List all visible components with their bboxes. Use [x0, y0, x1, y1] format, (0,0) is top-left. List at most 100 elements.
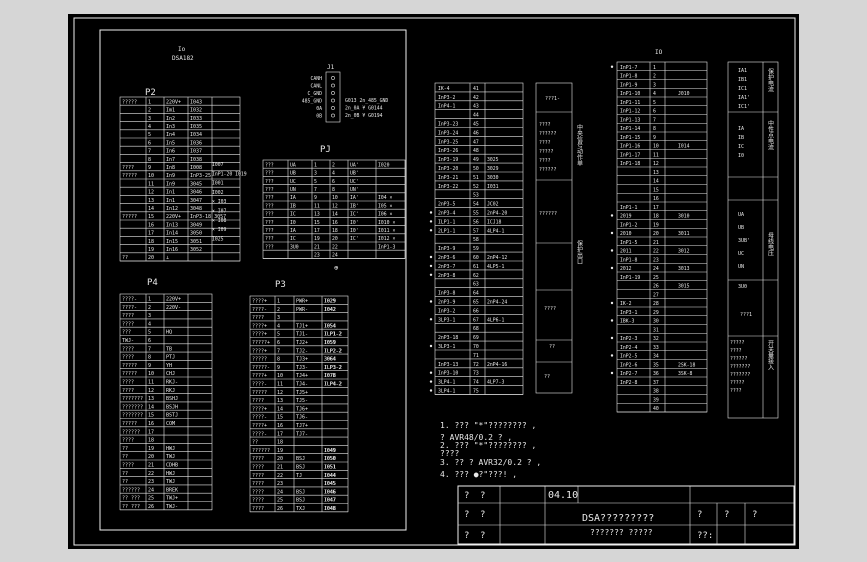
mid-group-label: ??????: [539, 131, 556, 137]
p2-table-cell: 12: [148, 190, 154, 196]
p3-table-cell: 2: [277, 307, 280, 313]
p3-table-cell: ILP2-2: [324, 348, 342, 354]
p2-table-cell: 3047: [190, 198, 202, 204]
mid-cell: 2nP4-24: [487, 300, 507, 306]
right-legend: ??????: [730, 356, 747, 362]
right-cell: 21: [653, 240, 659, 246]
pj-cell: I0': [350, 220, 359, 226]
title-block: ? ? 04.10 ? ? ? ? DSA????????? ??????? ?…: [457, 485, 795, 545]
right-side-text: 母线电压: [767, 232, 774, 257]
mid-cell: 2nP3-4: [438, 211, 455, 217]
right-cell: 20: [653, 231, 659, 237]
right-cell: 37: [653, 380, 659, 386]
mid-cell: InP3-2: [438, 308, 455, 314]
right-legend: ???????: [730, 364, 750, 370]
p2-table-cell: I032: [190, 108, 202, 114]
right-cell: 5: [653, 100, 656, 106]
p3-table-cell: ILP1-2: [324, 332, 342, 338]
p3-table-cell: ?????-: [252, 365, 270, 371]
p3-table-cell: 26: [277, 506, 283, 512]
right-cell: InP2-7: [620, 371, 637, 377]
mid-cell: IK-4: [438, 86, 450, 92]
p2-title: P2: [145, 88, 156, 98]
right-cell: 6: [653, 109, 656, 115]
p4-table-cell: ???????: [122, 404, 143, 410]
p4-table-cell: TWJ-: [166, 504, 178, 510]
mid-cell: 58: [473, 237, 479, 243]
j1-pin-label: C_GND: [308, 91, 323, 97]
p3-table-cell: I029: [324, 298, 336, 304]
mid-cell: 57: [473, 228, 479, 234]
title-cell: ?: [697, 510, 702, 520]
mid-cell: 66: [473, 308, 479, 314]
p2-table-cell: In13: [166, 222, 178, 228]
p2-table-cell: I038: [190, 157, 202, 163]
p2-table-cell: In1: [166, 198, 175, 204]
p3-table-cell: ????: [252, 464, 264, 470]
pj-cell: IC: [290, 236, 296, 242]
pj-left-tag: I002: [212, 190, 224, 196]
title-cell: ?: [752, 510, 757, 520]
pj-cell: ???: [265, 203, 274, 209]
p3-table-cell: TJ2+: [296, 340, 308, 346]
p2-table-cell: I033: [190, 116, 202, 122]
right-cell: 13: [653, 170, 659, 176]
mid-cell: 4LP5-1: [487, 264, 504, 270]
p4-table-cell: RKJ: [166, 388, 175, 394]
p4-table-cell: 9: [148, 363, 151, 369]
right-cell: 3015: [678, 284, 690, 290]
right-cell: 34: [653, 354, 659, 360]
pj-cell: 16: [332, 220, 338, 226]
mid-cell: 70: [473, 344, 479, 350]
p3-table-cell: ????-: [252, 415, 267, 421]
mid-cell: InP3-19: [438, 157, 458, 163]
p4-table-cell: BSHJ: [166, 396, 178, 402]
p3-table-cell: TJ2-: [296, 348, 308, 354]
mid-cell: 46: [473, 130, 479, 136]
pj-cell: 14: [332, 212, 338, 218]
p3-table-cell: ????-: [252, 307, 267, 313]
p4-table-cell: ????: [122, 313, 134, 319]
mid-group-label: ??????: [539, 167, 556, 173]
right-cell: 2010: [620, 231, 632, 237]
mid-cell: 44: [473, 113, 479, 119]
right-side-text: 保护电流: [767, 67, 774, 93]
right-cell: 17: [653, 205, 659, 211]
mid-side-text: 中央信号动作单: [576, 123, 583, 167]
right-cell: 4: [653, 91, 656, 97]
p4-table-cell: 17: [148, 429, 154, 435]
mid-cell: InP4-1: [438, 104, 455, 110]
p2-table-cell: 5: [148, 132, 151, 138]
mid-cell: InP3-22: [438, 184, 458, 190]
p3-table-cell: ????: [252, 473, 264, 479]
p3-table-cell: I045: [324, 481, 336, 487]
p2-table-cell: ?????: [122, 99, 137, 105]
pj-cell: ???: [265, 244, 274, 250]
mid-cell: InP3-9: [438, 246, 455, 252]
p2-table-cell: In1: [166, 190, 175, 196]
p3-table-cell: 20: [277, 456, 283, 462]
p2-table-cell: 3045: [190, 181, 202, 187]
p3-table-cell: BSJ: [296, 489, 305, 495]
p3-table-cell: TJ4-: [296, 381, 308, 387]
mid-group-label: ??: [544, 374, 550, 380]
p3-table-cell: ????+: [252, 373, 267, 379]
right-legend: ???????: [730, 372, 750, 378]
p3-table-cell: 14: [277, 406, 283, 412]
note-line: 4. ??? ●?"???! ,: [440, 470, 517, 479]
right-cell: 3012: [678, 249, 690, 255]
mid-cell: InP3-8: [438, 291, 455, 297]
mid-cell: 41: [473, 86, 479, 92]
right-legend: ????: [730, 388, 742, 394]
right-cell: InP1-18: [620, 161, 640, 167]
p4-table-cell: ?????: [122, 363, 137, 369]
p3-table-cell: TXJ: [296, 506, 305, 512]
p3-table-cell: 12: [277, 390, 283, 396]
p2-table-cell: In2: [166, 116, 175, 122]
p3-table-cell: 13: [277, 398, 283, 404]
pj-cell: ???: [265, 187, 274, 193]
p3-table-cell: ?????+: [252, 340, 270, 346]
pj-cell: I011 ×: [378, 228, 395, 234]
